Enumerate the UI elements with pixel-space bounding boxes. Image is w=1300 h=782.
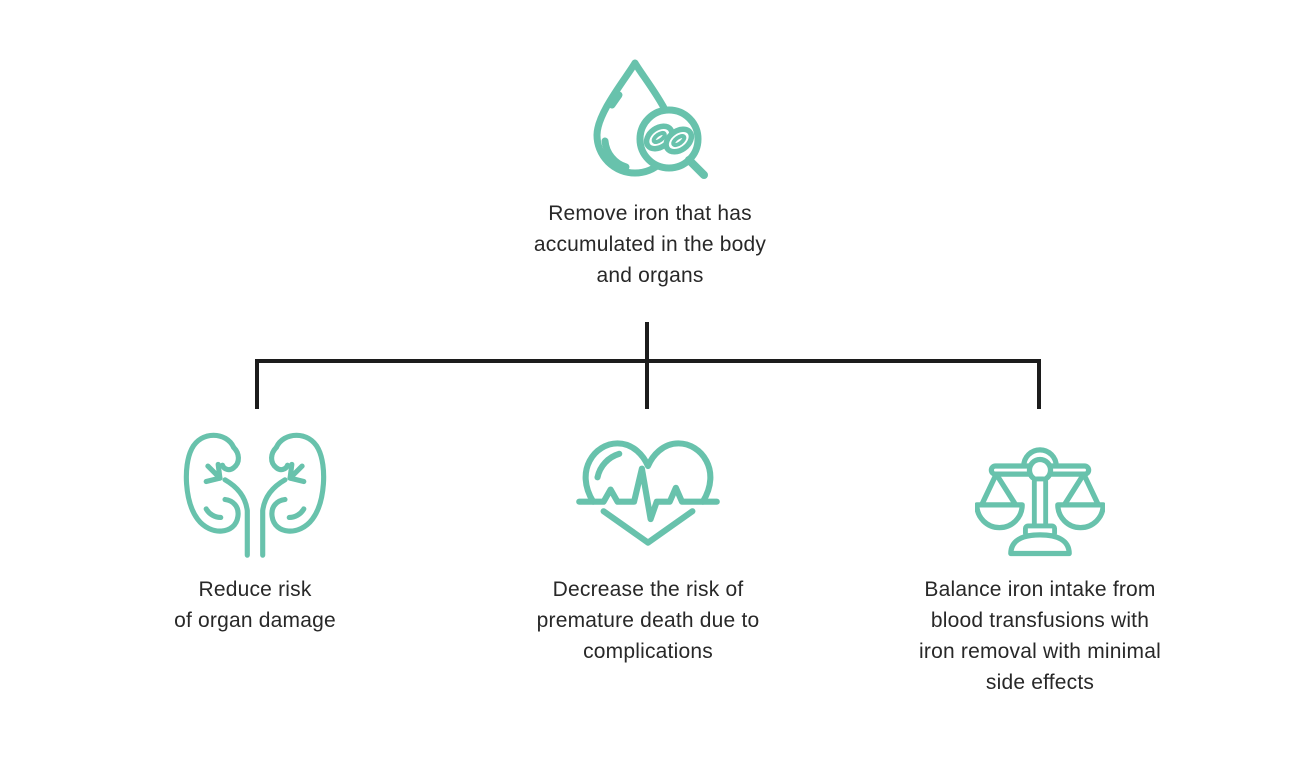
root-node [583,55,713,185]
kidneys-icon [182,425,328,562]
branch-label-balance-iron: Balance iron intake from blood transfusi… [919,578,1161,694]
branch-label-organ-damage: Reduce risk of organ damage [174,578,336,632]
root-label: Remove iron that has accumulated in the … [533,202,767,287]
branch-column-heart [574,432,722,554]
balance-scale-icon [975,447,1105,557]
blood-drop-magnifier-icon [593,59,708,179]
branch-column-kidneys [182,425,328,562]
branch-column-balance [975,432,1105,560]
heart-ecg-icon [576,440,720,546]
branch-label-premature-death: Decrease the risk of premature death due… [536,578,760,663]
